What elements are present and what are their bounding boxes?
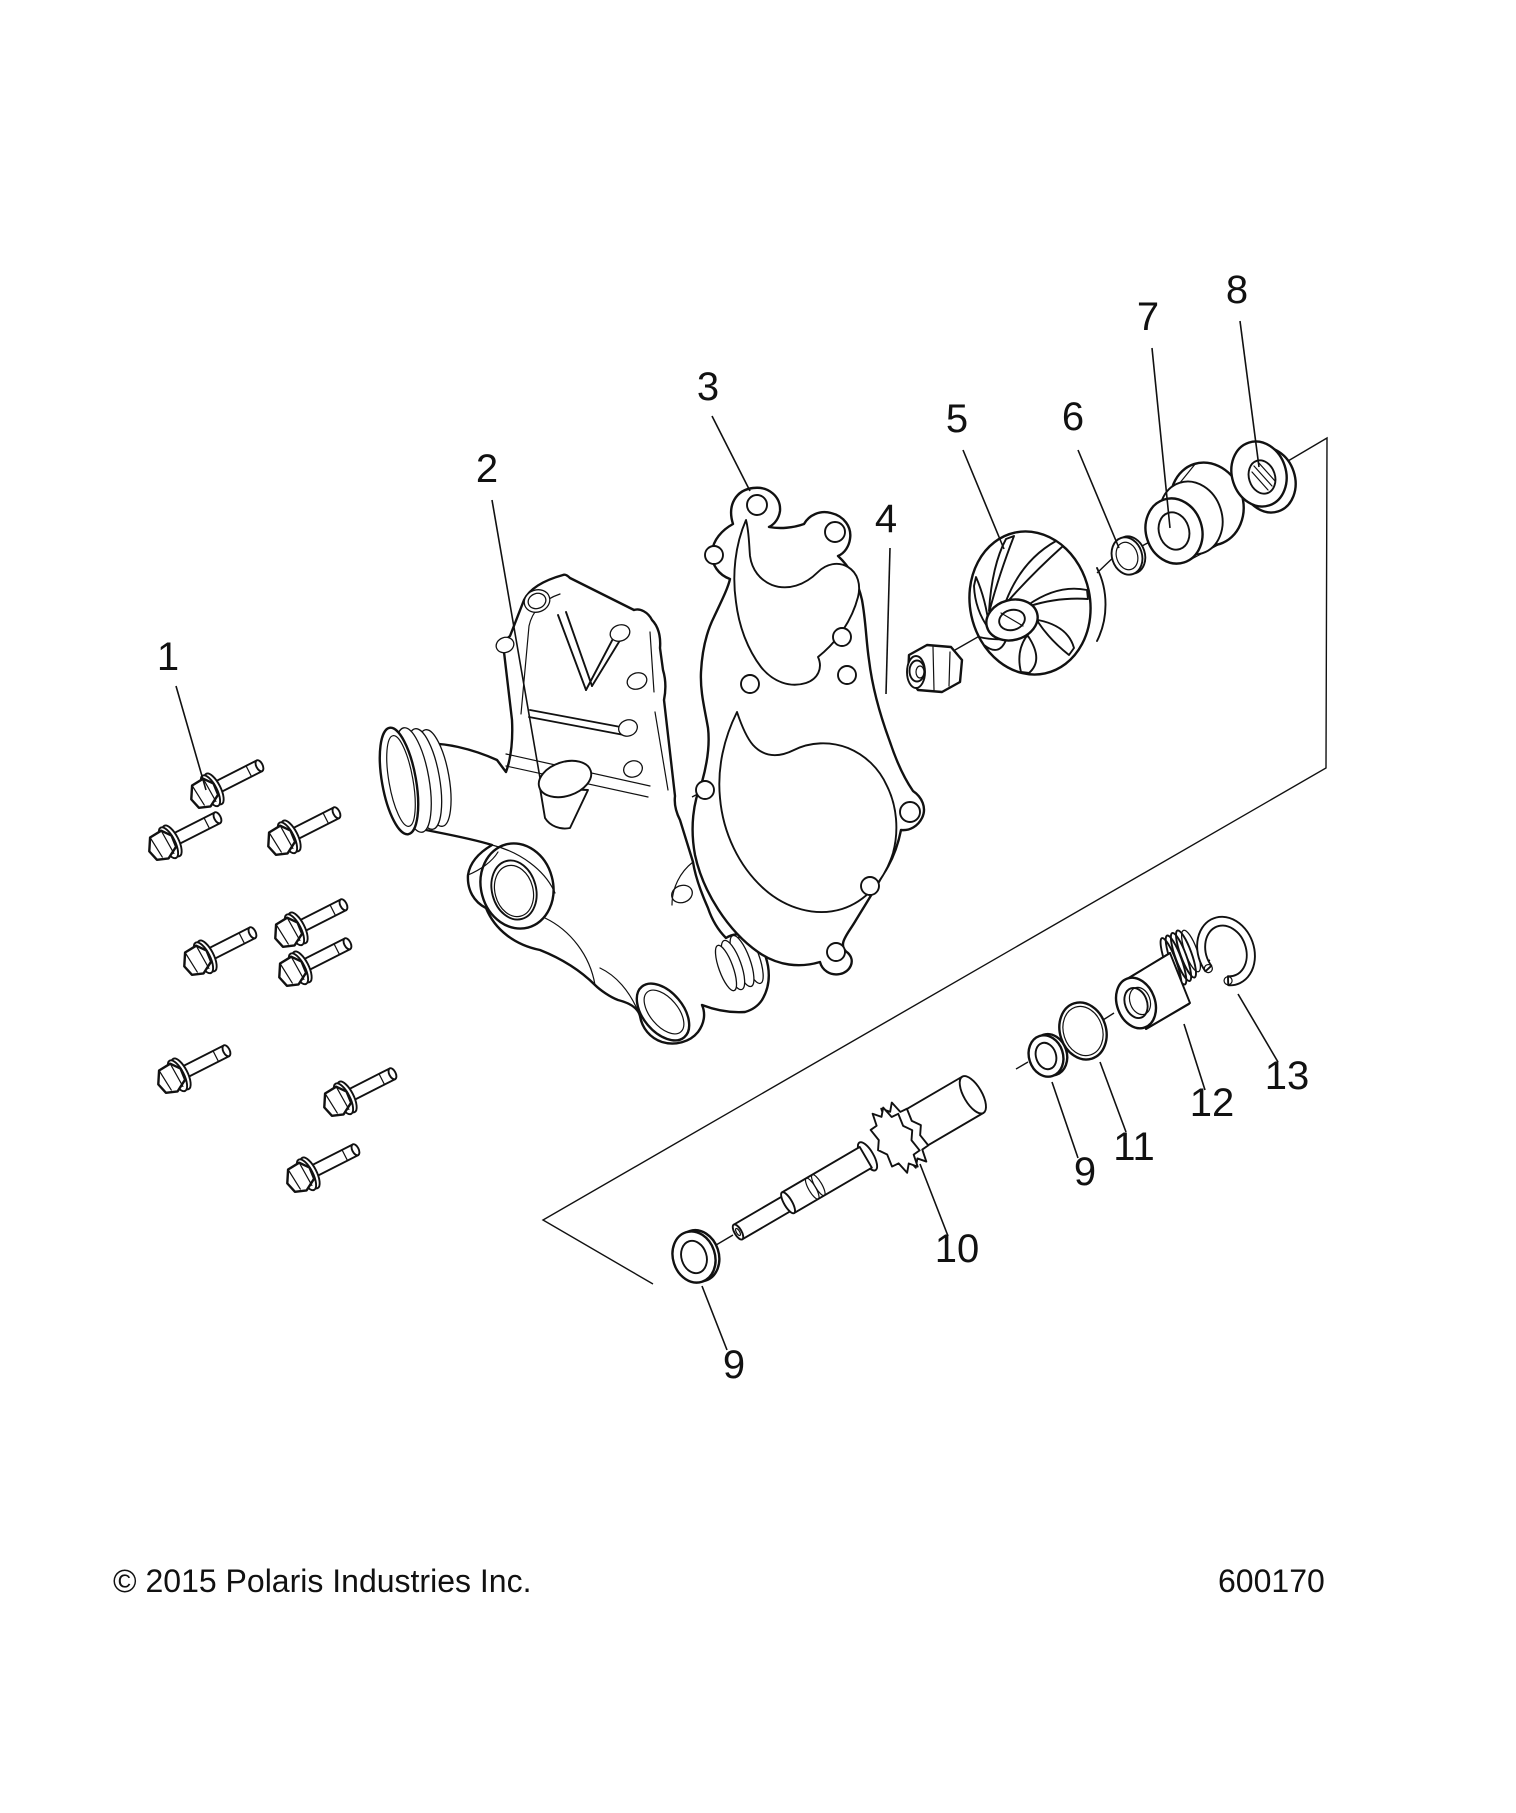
gasket-holes: [695, 494, 921, 962]
water-pump-shaft: [731, 1075, 987, 1241]
bushing: [1114, 929, 1202, 1030]
callout-labels: 1 2 3 4 5 6 7 8 9 9 10 11 12 13: [157, 268, 1309, 1387]
callout-13: 13: [1265, 1054, 1310, 1098]
callout-9-front: 9: [723, 1343, 745, 1387]
callout-11: 11: [1113, 1125, 1155, 1169]
callout-6: 6: [1062, 395, 1084, 439]
cover-lower-outlet: [635, 982, 691, 1042]
washer-9-front: [671, 1228, 721, 1284]
callout-4: 4: [875, 497, 897, 541]
cover-left-hose-neck: [378, 726, 452, 836]
cover-bolt-holes: [495, 589, 693, 904]
washer-9-rear: [1027, 1032, 1069, 1078]
cover-shaft-boss: [479, 842, 555, 930]
gasket: [691, 486, 926, 976]
part-number: 600170: [1218, 1563, 1325, 1599]
callout-3: 3: [697, 365, 719, 409]
shaft-gear: [869, 1101, 930, 1174]
mechanical-seal: [1144, 461, 1245, 565]
callout-1: 1: [157, 635, 179, 679]
cover-mount-pad: [537, 759, 593, 830]
washer-6: [1110, 535, 1147, 576]
callout-leaders: [175, 320, 1279, 1351]
water-pump-cover: [378, 573, 770, 1045]
callout-9-rear: 9: [1074, 1150, 1096, 1194]
callout-5: 5: [946, 397, 968, 441]
callout-8: 8: [1226, 268, 1248, 312]
callout-10: 10: [935, 1227, 980, 1271]
copyright-notice: © 2015 Polaris Industries Inc.: [113, 1563, 531, 1599]
flange-nut: [906, 643, 964, 694]
callout-12: 12: [1190, 1081, 1235, 1125]
circlip: [1196, 915, 1256, 987]
cover-bypass-spigot: [714, 929, 764, 992]
impeller: [968, 530, 1107, 676]
callout-7: 7: [1137, 295, 1159, 339]
bolt-set: [140, 747, 405, 1201]
impeller-blades: [973, 535, 1089, 674]
o-ring: [1058, 1001, 1108, 1061]
callout-2: 2: [476, 447, 498, 491]
seal-washer: [1230, 440, 1297, 514]
